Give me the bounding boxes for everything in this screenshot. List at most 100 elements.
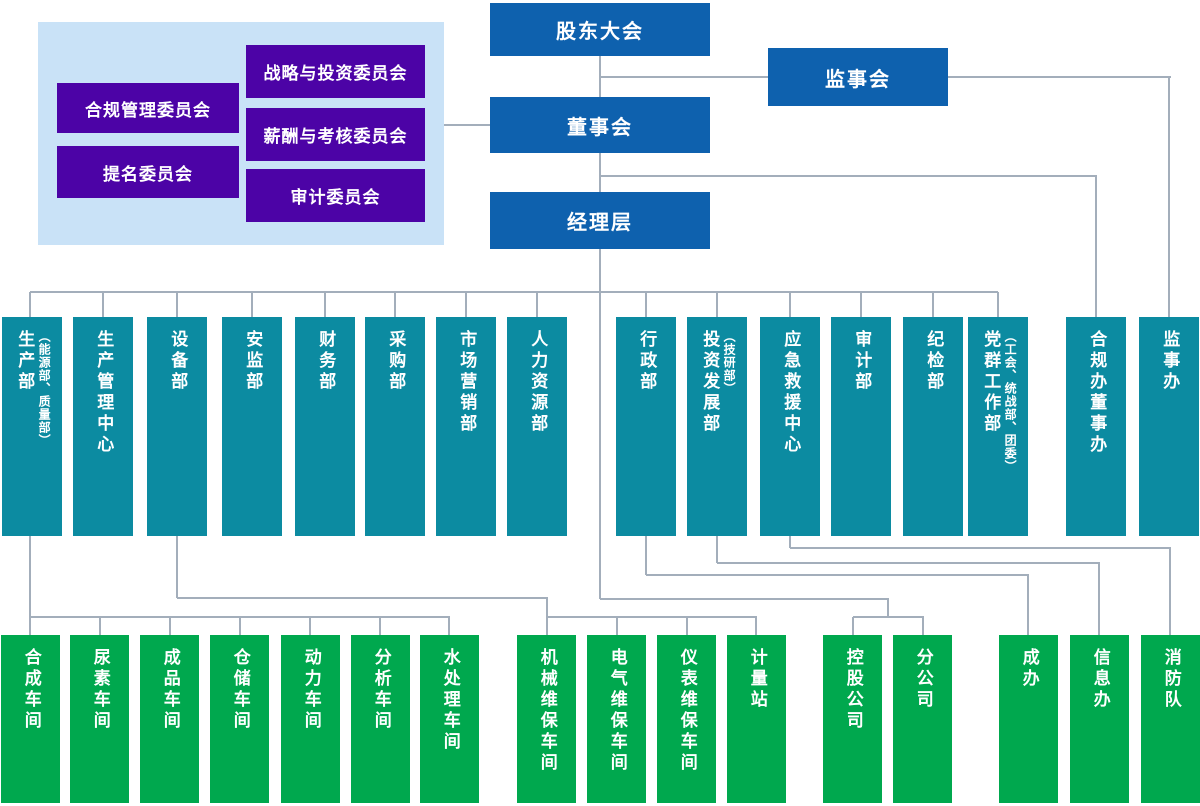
connector-line-horizontal — [600, 175, 1097, 177]
connector-line-vertical — [536, 292, 538, 317]
connector-line-horizontal — [600, 76, 768, 78]
department-box-label-3: 安监部 — [242, 330, 262, 536]
subunit-box-1: 尿素车间 — [70, 635, 129, 803]
connector-line-vertical — [1098, 563, 1100, 635]
subunit-box-14: 信息办 — [1070, 635, 1129, 803]
node-shareholders-meeting: 股东大会 — [490, 3, 710, 56]
department-box-9: 投资发展部（技研部） — [687, 317, 747, 536]
connector-line-vertical — [852, 617, 854, 635]
department-box-2: 设备部 — [147, 317, 207, 536]
label-text: 电气维保车间 — [607, 648, 627, 774]
connector-line-horizontal — [444, 124, 490, 126]
subunit-box-0: 合成车间 — [1, 635, 60, 803]
department-box-label-11: 审计部 — [851, 330, 871, 536]
label-text: 应急救援中心 — [781, 330, 801, 456]
connector-line-horizontal — [948, 76, 1171, 78]
label-text: 动力车间 — [301, 648, 321, 732]
connector-line-vertical — [599, 153, 601, 192]
subunit-box-label-5: 分析车间 — [370, 648, 391, 803]
label-text: 合规办董事办 — [1087, 330, 1107, 456]
connector-line-horizontal — [547, 616, 757, 618]
department-box-8: 行政部 — [616, 317, 676, 536]
subunit-box-2: 成品车间 — [140, 635, 199, 803]
connector-line-vertical — [789, 536, 791, 548]
department-box-13: 党群工作部（工会、统战部、团委） — [968, 317, 1028, 536]
subunit-box-8: 电气维保车间 — [587, 635, 646, 803]
department-box-label-6: 市场营销部 — [456, 330, 476, 536]
connector-line-vertical — [29, 536, 31, 635]
connector-line-vertical — [1027, 575, 1029, 635]
connector-line-vertical — [1169, 548, 1171, 635]
label-note: （工会、统战部、团委） — [1003, 330, 1018, 473]
connector-line-horizontal — [600, 598, 889, 600]
department-box-14: 合规办董事办 — [1066, 317, 1126, 536]
department-box-label-15: 监事办 — [1159, 330, 1179, 536]
department-box-label-13: 党群工作部（工会、统战部、团委） — [980, 330, 1018, 536]
label-text: 生产管理中心 — [94, 330, 114, 456]
connector-line-vertical — [448, 617, 450, 635]
subunit-box-label-8: 电气维保车间 — [606, 648, 627, 803]
label-text: 设备部 — [168, 330, 188, 393]
department-box-4: 财务部 — [295, 317, 355, 536]
connector-line-vertical — [176, 292, 178, 317]
subunit-box-label-0: 合成车间 — [20, 648, 41, 803]
label-text: 成办 — [1019, 648, 1039, 690]
connector-line-vertical — [169, 617, 171, 635]
connector-line-vertical — [309, 617, 311, 635]
department-box-label-5: 采购部 — [385, 330, 405, 536]
department-box-3: 安监部 — [222, 317, 282, 536]
committee-box-2: 薪酬与考核委员会 — [246, 108, 425, 161]
connector-line-horizontal — [790, 547, 1171, 549]
label-text: 党群工作部 — [981, 330, 1001, 435]
department-box-label-7: 人力资源部 — [527, 330, 547, 536]
department-box-1: 生产管理中心 — [73, 317, 133, 536]
label-text: 控股公司 — [843, 648, 863, 732]
label-text: 分析车间 — [371, 648, 391, 732]
subunit-box-label-14: 信息办 — [1089, 648, 1110, 803]
department-box-10: 应急救援中心 — [760, 317, 820, 536]
label-text: 采购部 — [386, 330, 406, 393]
label-note: （技研部） — [722, 330, 737, 395]
subunit-box-label-15: 消防队 — [1160, 648, 1181, 803]
connector-line-vertical — [239, 617, 241, 635]
connector-line-vertical — [99, 617, 101, 635]
subunit-box-label-2: 成品车间 — [159, 648, 180, 803]
connector-line-vertical — [465, 292, 467, 317]
department-box-label-2: 设备部 — [167, 330, 187, 536]
label-text: 机械维保车间 — [537, 648, 557, 774]
label-text: 行政部 — [637, 330, 657, 393]
connector-line-vertical — [394, 292, 396, 317]
subunit-box-label-9: 仪表维保车间 — [676, 648, 697, 803]
connector-line-horizontal — [177, 597, 548, 599]
subunit-box-6: 水处理车间 — [420, 635, 479, 803]
connector-line-horizontal — [853, 616, 924, 618]
connector-line-vertical — [379, 617, 381, 635]
subunit-box-5: 分析车间 — [351, 635, 410, 803]
connector-line-horizontal — [717, 562, 1100, 564]
subunit-box-label-12: 分公司 — [912, 648, 933, 803]
department-box-label-10: 应急救援中心 — [780, 330, 800, 536]
node-management-level: 经理层 — [490, 192, 710, 249]
department-box-label-1: 生产管理中心 — [93, 330, 113, 536]
label-text: 信息办 — [1090, 648, 1110, 711]
connector-line-vertical — [789, 292, 791, 317]
label-text: 生产部 — [15, 330, 35, 393]
label-text: 成品车间 — [160, 648, 180, 732]
connector-line-vertical — [716, 536, 718, 563]
label-text: 市场营销部 — [457, 330, 477, 435]
subunit-box-12: 分公司 — [893, 635, 952, 803]
subunit-box-13: 成办 — [999, 635, 1058, 803]
subunit-box-label-11: 控股公司 — [842, 648, 863, 803]
subunit-box-label-6: 水处理车间 — [439, 648, 460, 803]
subunit-box-label-13: 成办 — [1018, 648, 1039, 803]
connector-line-horizontal — [30, 616, 450, 618]
department-box-label-9: 投资发展部（技研部） — [699, 330, 737, 536]
connector-line-vertical — [932, 292, 934, 317]
label-text: 人力资源部 — [528, 330, 548, 435]
connector-line-vertical — [251, 292, 253, 317]
subunit-box-10: 计量站 — [727, 635, 786, 803]
connector-line-vertical — [324, 292, 326, 317]
label-text: 仪表维保车间 — [677, 648, 697, 774]
subunit-box-label-1: 尿素车间 — [89, 648, 110, 803]
